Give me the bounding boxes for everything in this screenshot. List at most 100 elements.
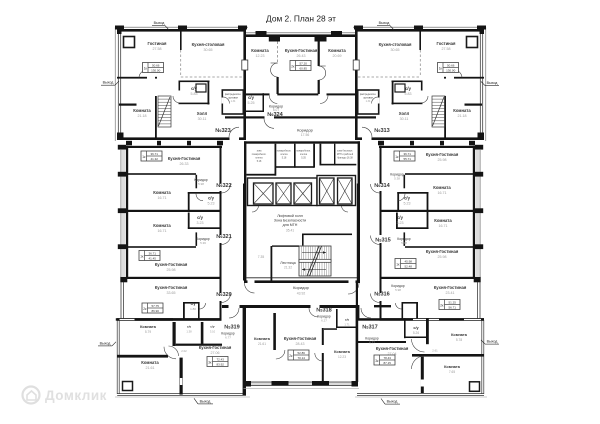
svg-text:Комната: Комната (153, 190, 171, 195)
svg-text:Гостиная: Гостиная (437, 41, 456, 46)
svg-text:2.02: 2.02 (181, 349, 187, 353)
svg-text:5.26: 5.26 (413, 331, 419, 335)
svg-text:5.38: 5.38 (401, 241, 407, 245)
svg-text:5.25: 5.25 (248, 101, 255, 105)
svg-text:5.38: 5.38 (394, 176, 400, 180)
svg-text:Холл: Холл (197, 111, 208, 116)
svg-text:с/у: с/у (345, 318, 350, 322)
svg-text:зона безопасн.: зона безопасн. (337, 151, 353, 153)
svg-text:26.43: 26.43 (297, 54, 306, 58)
svg-text:Выход: Выход (100, 341, 112, 345)
svg-text:17.56: 17.56 (301, 133, 310, 137)
svg-text:Выход: Выход (487, 81, 499, 85)
svg-text:25.98: 25.98 (438, 255, 447, 259)
svg-text:1.34: 1.34 (366, 100, 371, 103)
svg-text:Комната: Комната (444, 365, 461, 369)
svg-text:№315: №315 (375, 238, 391, 244)
svg-text:3к: 3к (375, 359, 379, 363)
svg-text:21.18: 21.18 (138, 114, 147, 118)
svg-text:клетка: клетка (300, 154, 308, 156)
svg-text:41.32: 41.32 (150, 157, 158, 161)
svg-text:3.23: 3.23 (397, 221, 404, 225)
svg-text:с/у: с/у (248, 95, 254, 100)
svg-text:130.00: 130.00 (446, 69, 456, 73)
svg-text:6.77: 6.77 (225, 335, 231, 339)
svg-text:с/у: с/у (197, 215, 203, 220)
svg-text:16.71: 16.71 (438, 191, 447, 195)
svg-text:щитовая: щитовая (363, 97, 373, 100)
svg-text:36.71: 36.71 (150, 152, 158, 156)
svg-text:Выход: Выход (103, 81, 115, 85)
svg-text:1.38: 1.38 (186, 330, 192, 334)
svg-text:3.23: 3.23 (197, 221, 204, 225)
svg-text:Выход: Выход (200, 399, 212, 403)
svg-text:№320: №320 (216, 292, 232, 298)
svg-text:Кухня-столовая: Кухня-столовая (192, 42, 225, 47)
svg-text:30.65: 30.65 (204, 48, 213, 52)
svg-text:№314: №314 (374, 183, 390, 189)
svg-text:Выход: Выход (154, 21, 166, 25)
svg-text:с/у: с/у (187, 325, 192, 329)
svg-text:57.75: 57.75 (151, 304, 159, 308)
svg-text:№321: №321 (216, 234, 232, 240)
svg-text:83.92: 83.92 (216, 363, 224, 367)
svg-text:60.85: 60.85 (299, 67, 307, 71)
svg-text:45.98: 45.98 (404, 260, 412, 264)
svg-text:5.23: 5.23 (404, 202, 411, 206)
svg-text:27.06: 27.06 (211, 351, 220, 355)
svg-text:50.66: 50.66 (152, 64, 160, 68)
svg-text:№318: №318 (316, 308, 332, 314)
svg-text:30.65: 30.65 (391, 48, 400, 52)
svg-text:№323: №323 (215, 128, 231, 134)
svg-text:Комната: Комната (433, 185, 451, 190)
svg-text:12.23: 12.23 (256, 54, 265, 58)
svg-text:Кухня-Гостиная: Кухня-Гостиная (434, 285, 467, 290)
svg-text:30.11: 30.11 (198, 117, 207, 121)
svg-text:25.98: 25.98 (438, 158, 447, 162)
svg-text:Комната: Комната (334, 350, 351, 354)
svg-text:5.18: 5.18 (282, 158, 287, 160)
svg-text:5.78: 5.78 (456, 338, 462, 342)
svg-text:Комната: Комната (434, 218, 452, 223)
svg-text:Комната: Комната (140, 325, 157, 329)
svg-text:№319: №319 (224, 325, 240, 331)
svg-text:1к: 1к (142, 155, 146, 159)
svg-text:36.71: 36.71 (403, 152, 411, 156)
svg-text:Кухня-Гостиная: Кухня-Гостиная (155, 262, 188, 267)
svg-text:20.69: 20.69 (333, 54, 342, 58)
svg-text:7.35: 7.35 (258, 255, 265, 259)
svg-text:30.11: 30.11 (400, 117, 409, 121)
svg-text:43.92: 43.92 (297, 292, 306, 296)
svg-text:5.98: 5.98 (198, 182, 204, 186)
svg-text:1к: 1к (396, 263, 400, 267)
svg-text:1к: 1к (395, 155, 399, 159)
svg-text:клетка: клетка (281, 154, 289, 156)
svg-text:72.43: 72.43 (216, 358, 224, 362)
svg-text:№317: №317 (362, 325, 378, 331)
svg-text:Лестница: Лестница (280, 261, 295, 265)
svg-text:21.32: 21.32 (284, 266, 292, 270)
svg-text:25.98: 25.98 (167, 268, 176, 272)
svg-text:2.61: 2.61 (432, 349, 438, 353)
svg-text:6.77: 6.77 (369, 340, 375, 344)
svg-text:Комната: Комната (153, 223, 171, 228)
svg-text:51.25: 51.25 (448, 301, 456, 305)
svg-text:27.58: 27.58 (442, 47, 451, 51)
svg-text:21.18: 21.18 (458, 114, 467, 118)
svg-text:№322: №322 (216, 183, 232, 189)
svg-text:36.71: 36.71 (148, 252, 156, 256)
svg-text:41.45: 41.45 (148, 257, 156, 261)
svg-text:распределочн.: распределочн. (225, 93, 242, 96)
svg-text:Холл: Холл (399, 111, 410, 116)
svg-text:5.36: 5.36 (200, 241, 206, 245)
svg-text:16.71: 16.71 (158, 229, 167, 233)
svg-text:Коридор: Коридор (397, 237, 411, 241)
svg-text:Коридор: Коридор (293, 285, 310, 290)
svg-text:зона: зона (257, 151, 263, 153)
svg-text:Комната: Комната (141, 360, 159, 365)
svg-text:52.86: 52.86 (297, 351, 305, 355)
svg-text:55.71: 55.71 (403, 157, 411, 161)
svg-text:Кухня-Гостиная: Кухня-Гостиная (285, 48, 318, 53)
svg-text:5.35: 5.35 (301, 158, 306, 160)
svg-text:1.80: 1.80 (190, 307, 196, 311)
